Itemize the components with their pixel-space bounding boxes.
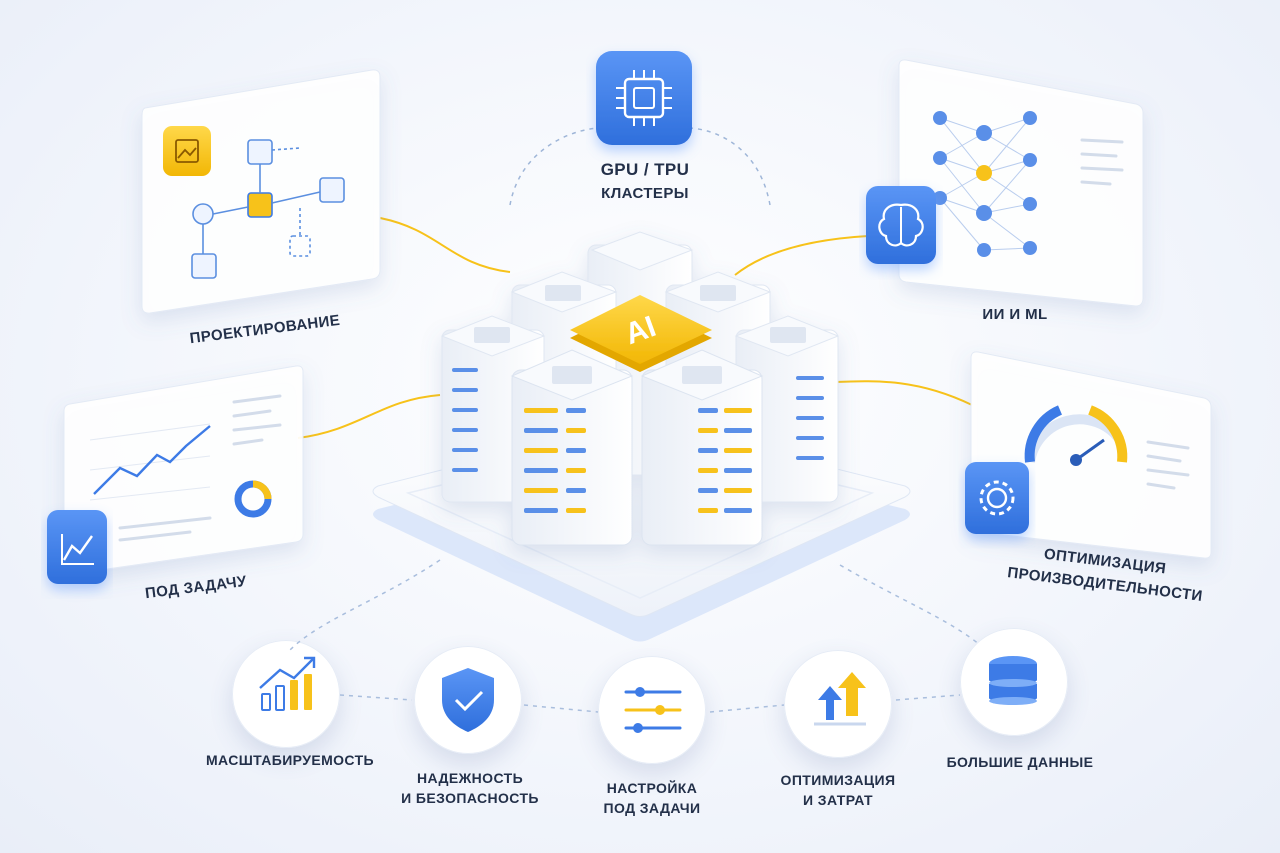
feature-label-reliability-1: НАДЕЖНОСТЬ <box>416 770 524 786</box>
feature-label-scalability: МАСШТАБИРУЕМОСТЬ <box>205 752 375 768</box>
server-rack-back-right <box>664 271 772 501</box>
feature-label-customization-2: ПОД ЗАДАЧИ <box>603 800 701 816</box>
brain-icon <box>866 186 936 264</box>
top-hub-subtitle: КЛАСТЕРЫ <box>601 185 689 202</box>
custom-task-label: ПОД ЗАДАЧУ <box>144 572 248 603</box>
cpu-chip-icon <box>596 51 692 145</box>
server-rack-right <box>734 315 840 503</box>
line-chart-graphic <box>89 394 282 542</box>
server-rack-back <box>587 231 694 476</box>
feature-circle-customization <box>598 656 706 764</box>
design-flowchart <box>191 139 345 279</box>
line-chart-icon <box>47 510 107 584</box>
gauge-graphic <box>1024 405 1190 490</box>
feature-label-cost-2: И ЗАТРАТ <box>803 792 873 808</box>
feature-label-bigdata: БОЛЬШИЕ ДАННЫЕ <box>946 754 1094 770</box>
ai-chip: AI <box>570 295 712 372</box>
connector-lines <box>289 127 981 713</box>
ai-chip-label: AI <box>621 310 660 351</box>
feature-label-cost-1: ОПТИМИЗАЦИЯ <box>780 772 896 788</box>
feature-label-customization-1: НАСТРОЙКА <box>606 780 698 796</box>
server-platform <box>372 419 911 642</box>
image-icon <box>163 126 211 176</box>
feature-circle-cost <box>784 650 892 758</box>
custom-task-panel <box>63 365 304 575</box>
top-hub-title: GPU / TPU <box>600 160 690 179</box>
ai-ml-panel <box>898 59 1144 307</box>
performance-panel <box>970 351 1212 559</box>
server-rack-front-left <box>510 349 634 546</box>
design-panel <box>141 69 381 314</box>
feature-circle-scalability <box>232 640 340 748</box>
server-rack-left <box>440 315 546 503</box>
server-rack-front-right <box>640 349 764 546</box>
neural-network-graphic <box>933 111 1124 257</box>
server-racks: AI <box>440 231 840 546</box>
server-rack-back-left <box>510 271 618 501</box>
feature-label-reliability-2: И БЕЗОПАСНОСТЬ <box>401 790 539 806</box>
feature-circle-bigdata <box>960 628 1068 736</box>
gear-icon <box>965 462 1029 534</box>
feature-circle-reliability <box>414 646 522 754</box>
design-label: ПРОЕКТИРОВАНИЕ <box>188 311 342 348</box>
ai-ml-label: ИИ И ML <box>982 306 1048 323</box>
